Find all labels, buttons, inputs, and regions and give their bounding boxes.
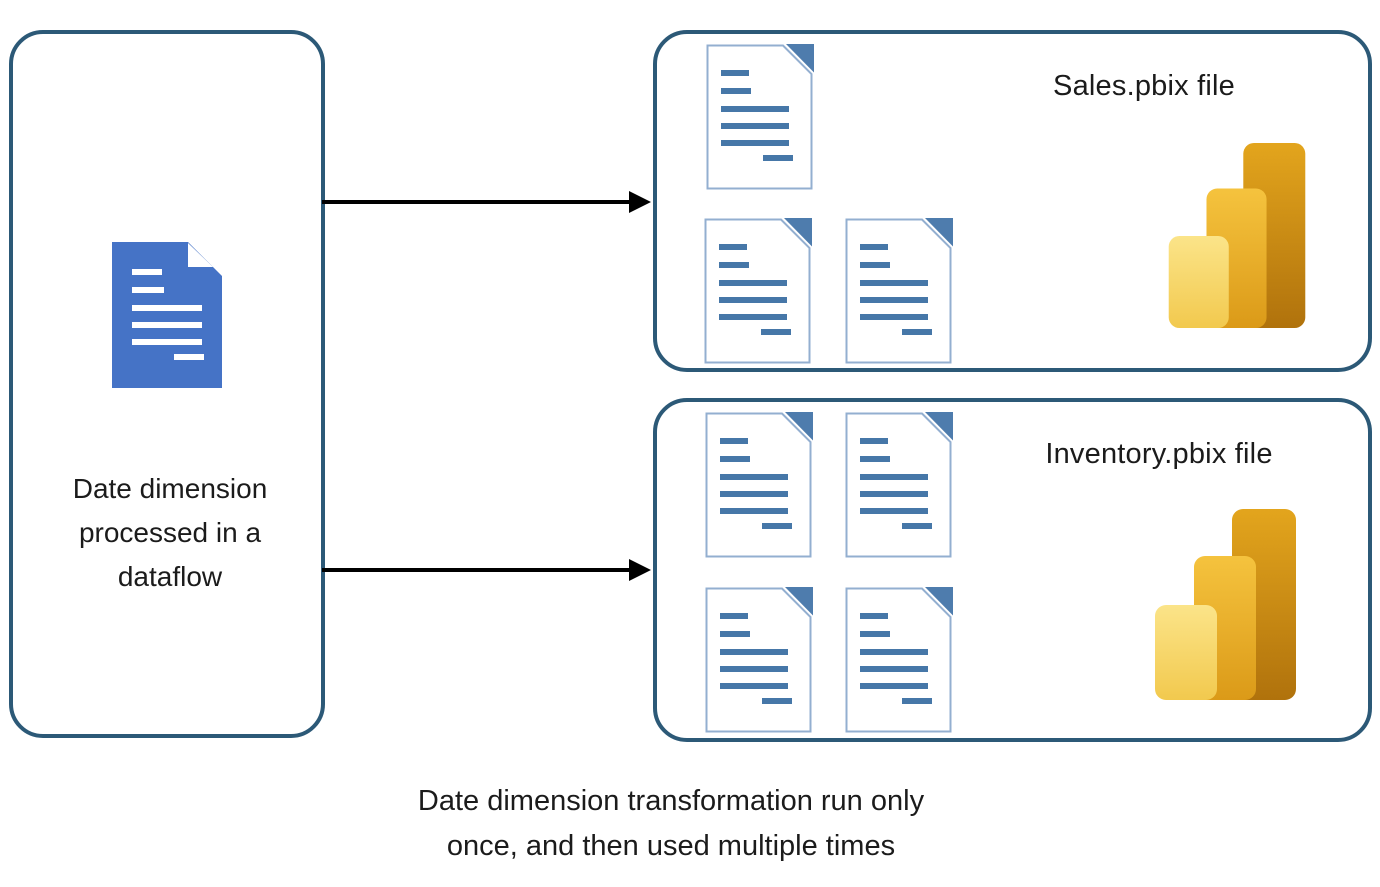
arrowhead-icon [629, 191, 651, 213]
power-bi-logo-icon [1155, 509, 1296, 700]
arrow-to-inventory [322, 568, 630, 572]
sales-pbix-box: Sales.pbix file [653, 30, 1372, 372]
source-label-line: dataflow [117, 561, 223, 592]
document-icon [112, 242, 222, 388]
document-icon [706, 44, 814, 190]
document-icon [845, 587, 953, 733]
caption-line: once, and then used multiple times [446, 830, 896, 862]
inventory-box-title: Inventory.pbix file [1045, 438, 1273, 470]
document-icon [704, 218, 812, 364]
arrowhead-icon [629, 559, 651, 581]
source-label-line: Date dimension [72, 473, 268, 504]
document-icon [845, 218, 953, 364]
document-icon [845, 412, 953, 558]
sales-box-title: Sales.pbix file [1053, 70, 1235, 102]
document-icon [705, 412, 813, 558]
arrow-to-sales [322, 200, 630, 204]
source-box-label: Date dimension processed in a dataflow [30, 467, 310, 599]
inventory-pbix-box: Inventory.pbix file [653, 398, 1372, 742]
dataflow-source-box: Date dimension processed in a dataflow [9, 30, 325, 738]
caption-line: Date dimension transformation run only [417, 785, 925, 817]
source-label-line: processed in a [78, 517, 262, 548]
document-icon [705, 587, 813, 733]
power-bi-logo-icon [1168, 143, 1306, 328]
diagram-caption: Date dimension transformation run only o… [321, 779, 1021, 869]
